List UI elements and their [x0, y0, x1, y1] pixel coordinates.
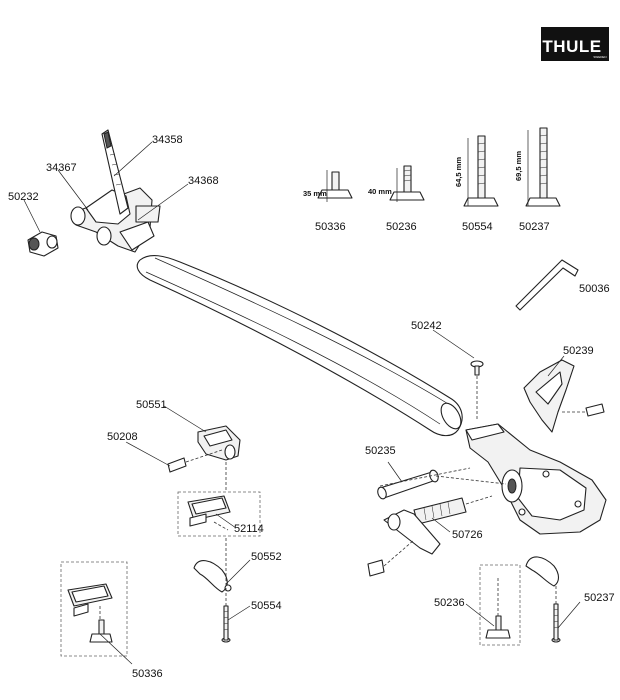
- t-bolt-50237: [525, 127, 561, 207]
- kit-box-52114: [177, 491, 261, 537]
- t-bolt-50336: [317, 170, 353, 202]
- part-label-50237-top: 50237: [519, 221, 550, 233]
- part-label-50554-bottom: 50554: [251, 600, 282, 612]
- bolt-50554: [221, 605, 231, 643]
- pin-50239: [562, 403, 605, 417]
- screw-50242: [470, 360, 484, 420]
- allen-key: [515, 259, 579, 311]
- wheel-tray-rail: [136, 254, 463, 437]
- thule-logo: THULE SWEDEN: [541, 27, 609, 61]
- leader-lines: [23, 141, 581, 665]
- part-label-50336-top: 50336: [315, 221, 346, 233]
- tensioner-50726: [383, 495, 493, 555]
- dimension-64-5mm: 64,5 mm: [454, 157, 463, 187]
- thule-logo-subtext: SWEDEN: [593, 55, 606, 59]
- part-label-50236-top: 50236: [386, 221, 417, 233]
- strap-right: [525, 556, 560, 587]
- dimension-69-5mm: 69,5 mm: [514, 151, 523, 181]
- dimension-40mm: 40 mm: [368, 187, 392, 196]
- adapter-plate-52114: [187, 495, 231, 531]
- knob-part: [27, 231, 59, 257]
- rod-50235: [377, 469, 439, 500]
- part-label-50237-bottom: 50237: [584, 592, 615, 604]
- part-label-50336-bottom: 50336: [132, 668, 163, 680]
- part-label-50242: 50242: [411, 320, 442, 332]
- dimension-35mm: 35 mm: [303, 189, 327, 198]
- end-cap-50726: [367, 539, 415, 577]
- t-bolt-50236-lower: [485, 578, 511, 639]
- part-label-52114: 52114: [234, 523, 264, 535]
- part-label-50208: 50208: [107, 431, 138, 443]
- part-label-50239: 50239: [563, 345, 594, 357]
- pin-50208: [167, 449, 223, 473]
- clamp-head-assembly: [465, 423, 607, 535]
- part-label-34368: 34368: [188, 175, 219, 187]
- lever-50239: [523, 359, 575, 433]
- part-label-50232: 50232: [8, 191, 39, 203]
- t-bolt-50554: [463, 135, 499, 207]
- kit-box-50336: [60, 561, 128, 657]
- part-label-34367: 34367: [46, 162, 77, 174]
- t-bolt-50236: [389, 165, 425, 202]
- thule-logo-text: THULE: [542, 37, 601, 56]
- part-label-50551: 50551: [136, 399, 167, 411]
- part-label-50552: 50552: [251, 551, 282, 563]
- part-label-50036: 50036: [579, 283, 610, 295]
- part-label-50236-bottom: 50236: [434, 597, 465, 609]
- wheel-holder-assembly: [70, 129, 161, 253]
- part-label-50235: 50235: [365, 445, 396, 457]
- bolt-50237-lower: [551, 603, 561, 643]
- part-label-50726: 50726: [452, 529, 483, 541]
- bracket-50551: [197, 425, 241, 461]
- part-label-34358: 34358: [152, 134, 183, 146]
- part-label-50554-top: 50554: [462, 221, 493, 233]
- adapter-plate-50336: [67, 583, 113, 643]
- kit-box-50236: [479, 564, 521, 646]
- strap-50552: [193, 560, 232, 593]
